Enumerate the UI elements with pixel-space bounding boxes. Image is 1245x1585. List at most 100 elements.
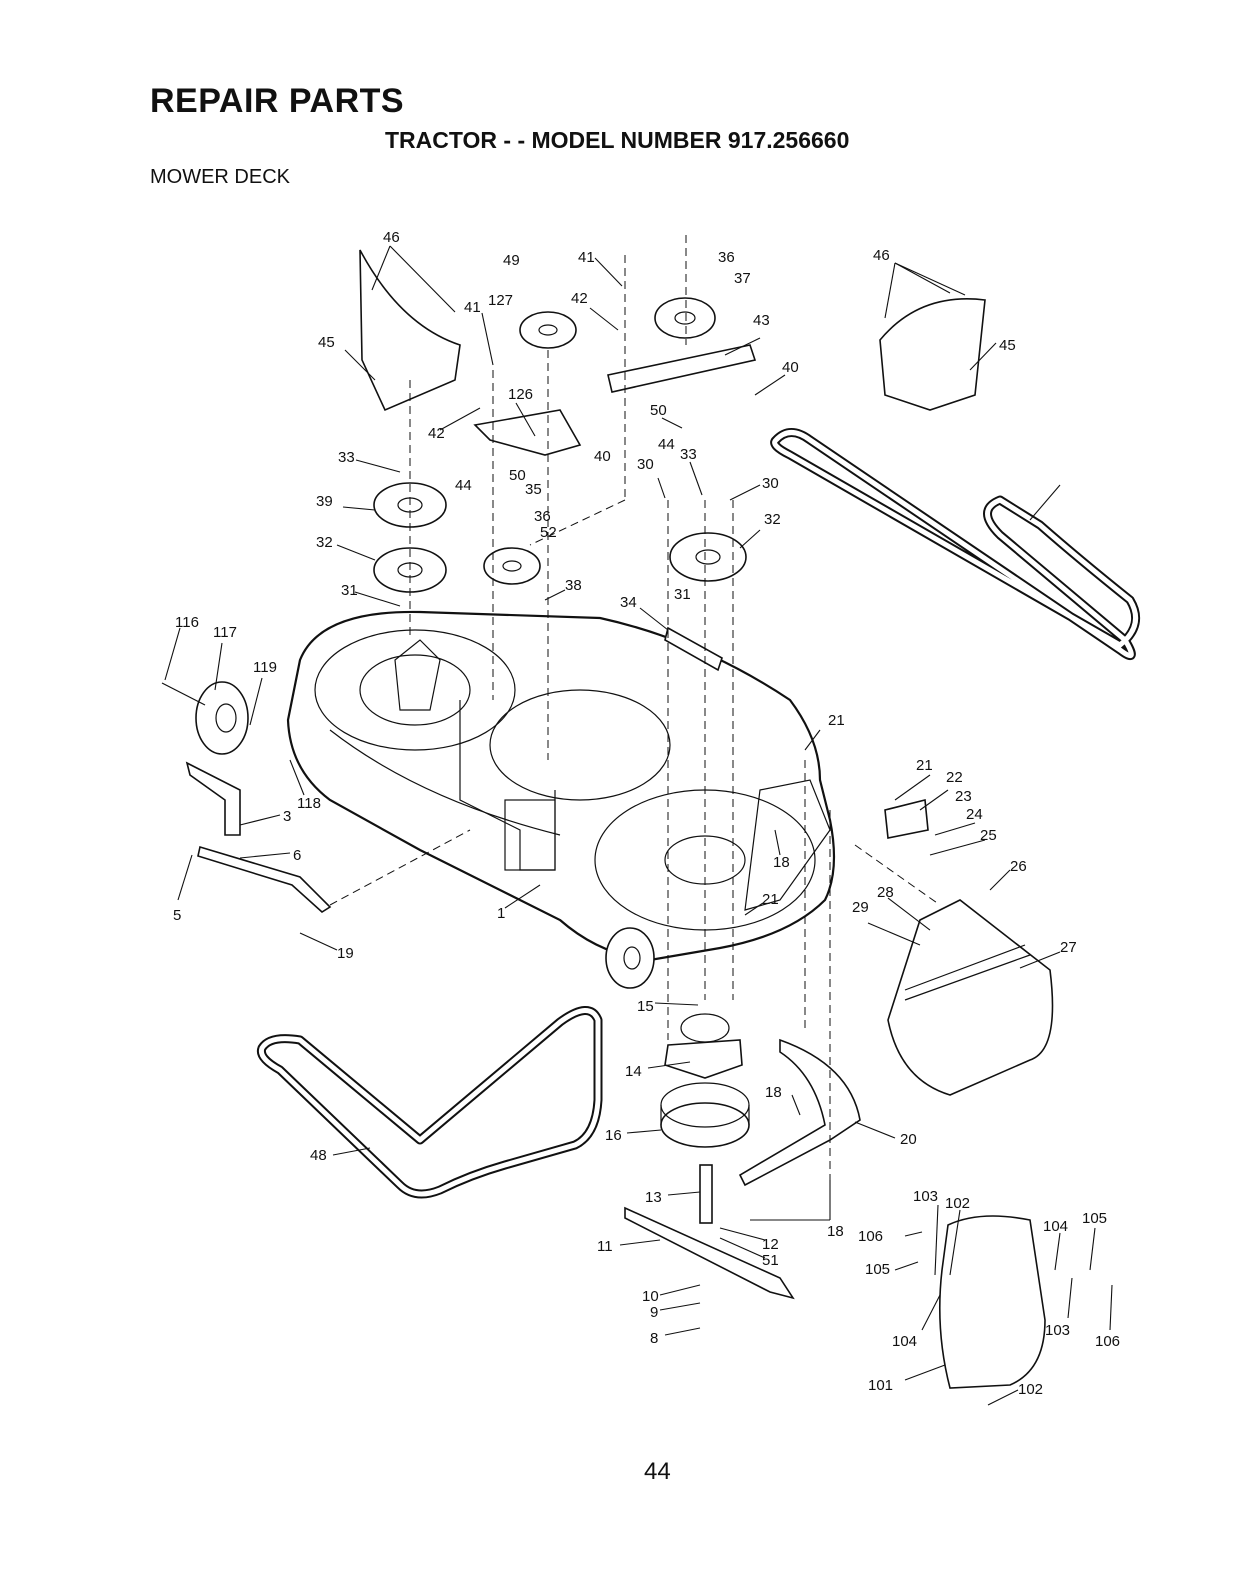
pulley-127 [519, 311, 577, 349]
link-6 [197, 845, 332, 913]
callout-8: 8 [650, 1330, 658, 1347]
pulley-32-right [669, 532, 747, 582]
callout-29: 29 [852, 899, 869, 916]
callout-50: 50 [509, 467, 526, 484]
callout-32: 32 [764, 511, 781, 528]
callout-41: 41 [578, 249, 595, 266]
callout-38: 38 [565, 577, 582, 594]
callout-51: 51 [762, 1252, 779, 1269]
callout-126: 126 [508, 386, 533, 403]
callout-34: 34 [620, 594, 637, 611]
callout-36: 36 [534, 508, 551, 525]
bracket-22 [884, 798, 929, 839]
callout-104: 104 [1043, 1218, 1068, 1235]
callout-105: 105 [1082, 1210, 1107, 1227]
callout-5: 5 [173, 907, 181, 924]
idler-arm-43 [607, 344, 757, 393]
callout-23: 23 [955, 788, 972, 805]
callout-40: 40 [782, 359, 799, 376]
callout-101: 101 [868, 1377, 893, 1394]
callout-46: 46 [873, 247, 890, 264]
deflector-20 [738, 1038, 861, 1187]
callout-18: 18 [827, 1223, 844, 1240]
callout-12: 12 [762, 1236, 779, 1253]
alignment-guides [329, 235, 941, 1180]
callout-106: 106 [1095, 1333, 1120, 1350]
callout-39: 39 [316, 493, 333, 510]
callout-30: 30 [637, 456, 654, 473]
callout-14: 14 [625, 1063, 642, 1080]
page-title: REPAIR PARTS [150, 82, 405, 120]
page-number: 44 [644, 1458, 671, 1485]
callout-30: 30 [762, 475, 779, 492]
callout-13: 13 [645, 1189, 662, 1206]
callout-105: 105 [865, 1261, 890, 1278]
callout-43: 43 [753, 312, 770, 329]
callout-21: 21 [762, 891, 779, 908]
callout-16: 16 [605, 1127, 622, 1144]
callout-42: 42 [571, 290, 588, 307]
callout-31: 31 [674, 586, 691, 603]
deck-housing [286, 610, 836, 962]
callout-11: 11 [597, 1238, 613, 1255]
callout-18: 18 [765, 1084, 782, 1101]
callout-119: 119 [253, 659, 277, 676]
callout-27: 27 [1060, 939, 1077, 956]
callout-44: 44 [455, 477, 472, 494]
callout-31: 31 [341, 582, 358, 599]
callout-104: 104 [892, 1333, 917, 1350]
callout-35: 35 [525, 481, 542, 498]
callout-42: 42 [428, 425, 445, 442]
callout-40: 40 [594, 448, 611, 465]
callout-25: 25 [980, 827, 997, 844]
callout-18: 18 [773, 854, 790, 871]
callout-26: 26 [1010, 858, 1027, 875]
callout-22: 22 [946, 769, 963, 786]
callout-10: 10 [642, 1288, 659, 1305]
callout-6: 6 [293, 847, 301, 864]
callout-45: 45 [999, 337, 1016, 354]
blade-11 [624, 1206, 795, 1300]
callout-127: 127 [488, 292, 513, 309]
callout-106: 106 [858, 1228, 883, 1245]
deck-wheel-117 [161, 681, 249, 755]
belt-47 [770, 428, 1141, 661]
callout-102: 102 [1018, 1381, 1043, 1398]
mulch-cover-101 [939, 1215, 1046, 1389]
deck-wheel-front [605, 927, 655, 989]
discharge-chute-27 [887, 899, 1054, 1096]
callout-33: 33 [680, 446, 697, 463]
callout-118: 118 [297, 795, 321, 812]
model-subtitle: TRACTOR - - MODEL NUMBER 917.256660 [385, 127, 850, 153]
callout-21: 21 [828, 712, 845, 729]
callout-15: 15 [637, 998, 654, 1015]
bracket-34 [664, 626, 723, 672]
callout-49: 49 [503, 252, 520, 269]
callout-1: 1 [497, 905, 505, 922]
callout-102: 102 [945, 1195, 970, 1212]
callout-52: 52 [540, 524, 557, 541]
callout-3: 3 [283, 808, 291, 825]
callout-32: 32 [316, 534, 333, 551]
callout-24: 24 [966, 806, 983, 823]
callout-37: 37 [734, 270, 751, 287]
bracket-3 [185, 761, 241, 836]
part-callouts: 46 49 41 36 37 43 40 46 45 45 127 42 126… [173, 229, 1120, 1398]
belt-48 [256, 1006, 603, 1199]
callout-103: 103 [1045, 1322, 1070, 1339]
section-heading: MOWER DECK [150, 166, 290, 188]
belt-cover-left [359, 249, 461, 412]
callout-50: 50 [650, 402, 667, 419]
callout-21: 21 [916, 757, 933, 774]
spindle-housing-14 [664, 1013, 743, 1079]
callout-41: 41 [464, 299, 481, 316]
idler-bracket-126 [473, 409, 582, 456]
spindle-shaft-13 [699, 1164, 713, 1224]
callout-33: 33 [338, 449, 355, 466]
callout-20: 20 [900, 1131, 917, 1148]
pulley-52 [483, 547, 541, 585]
callout-46: 46 [383, 229, 400, 246]
spacer-16 [660, 1082, 750, 1148]
belt-cover-right [879, 298, 986, 411]
